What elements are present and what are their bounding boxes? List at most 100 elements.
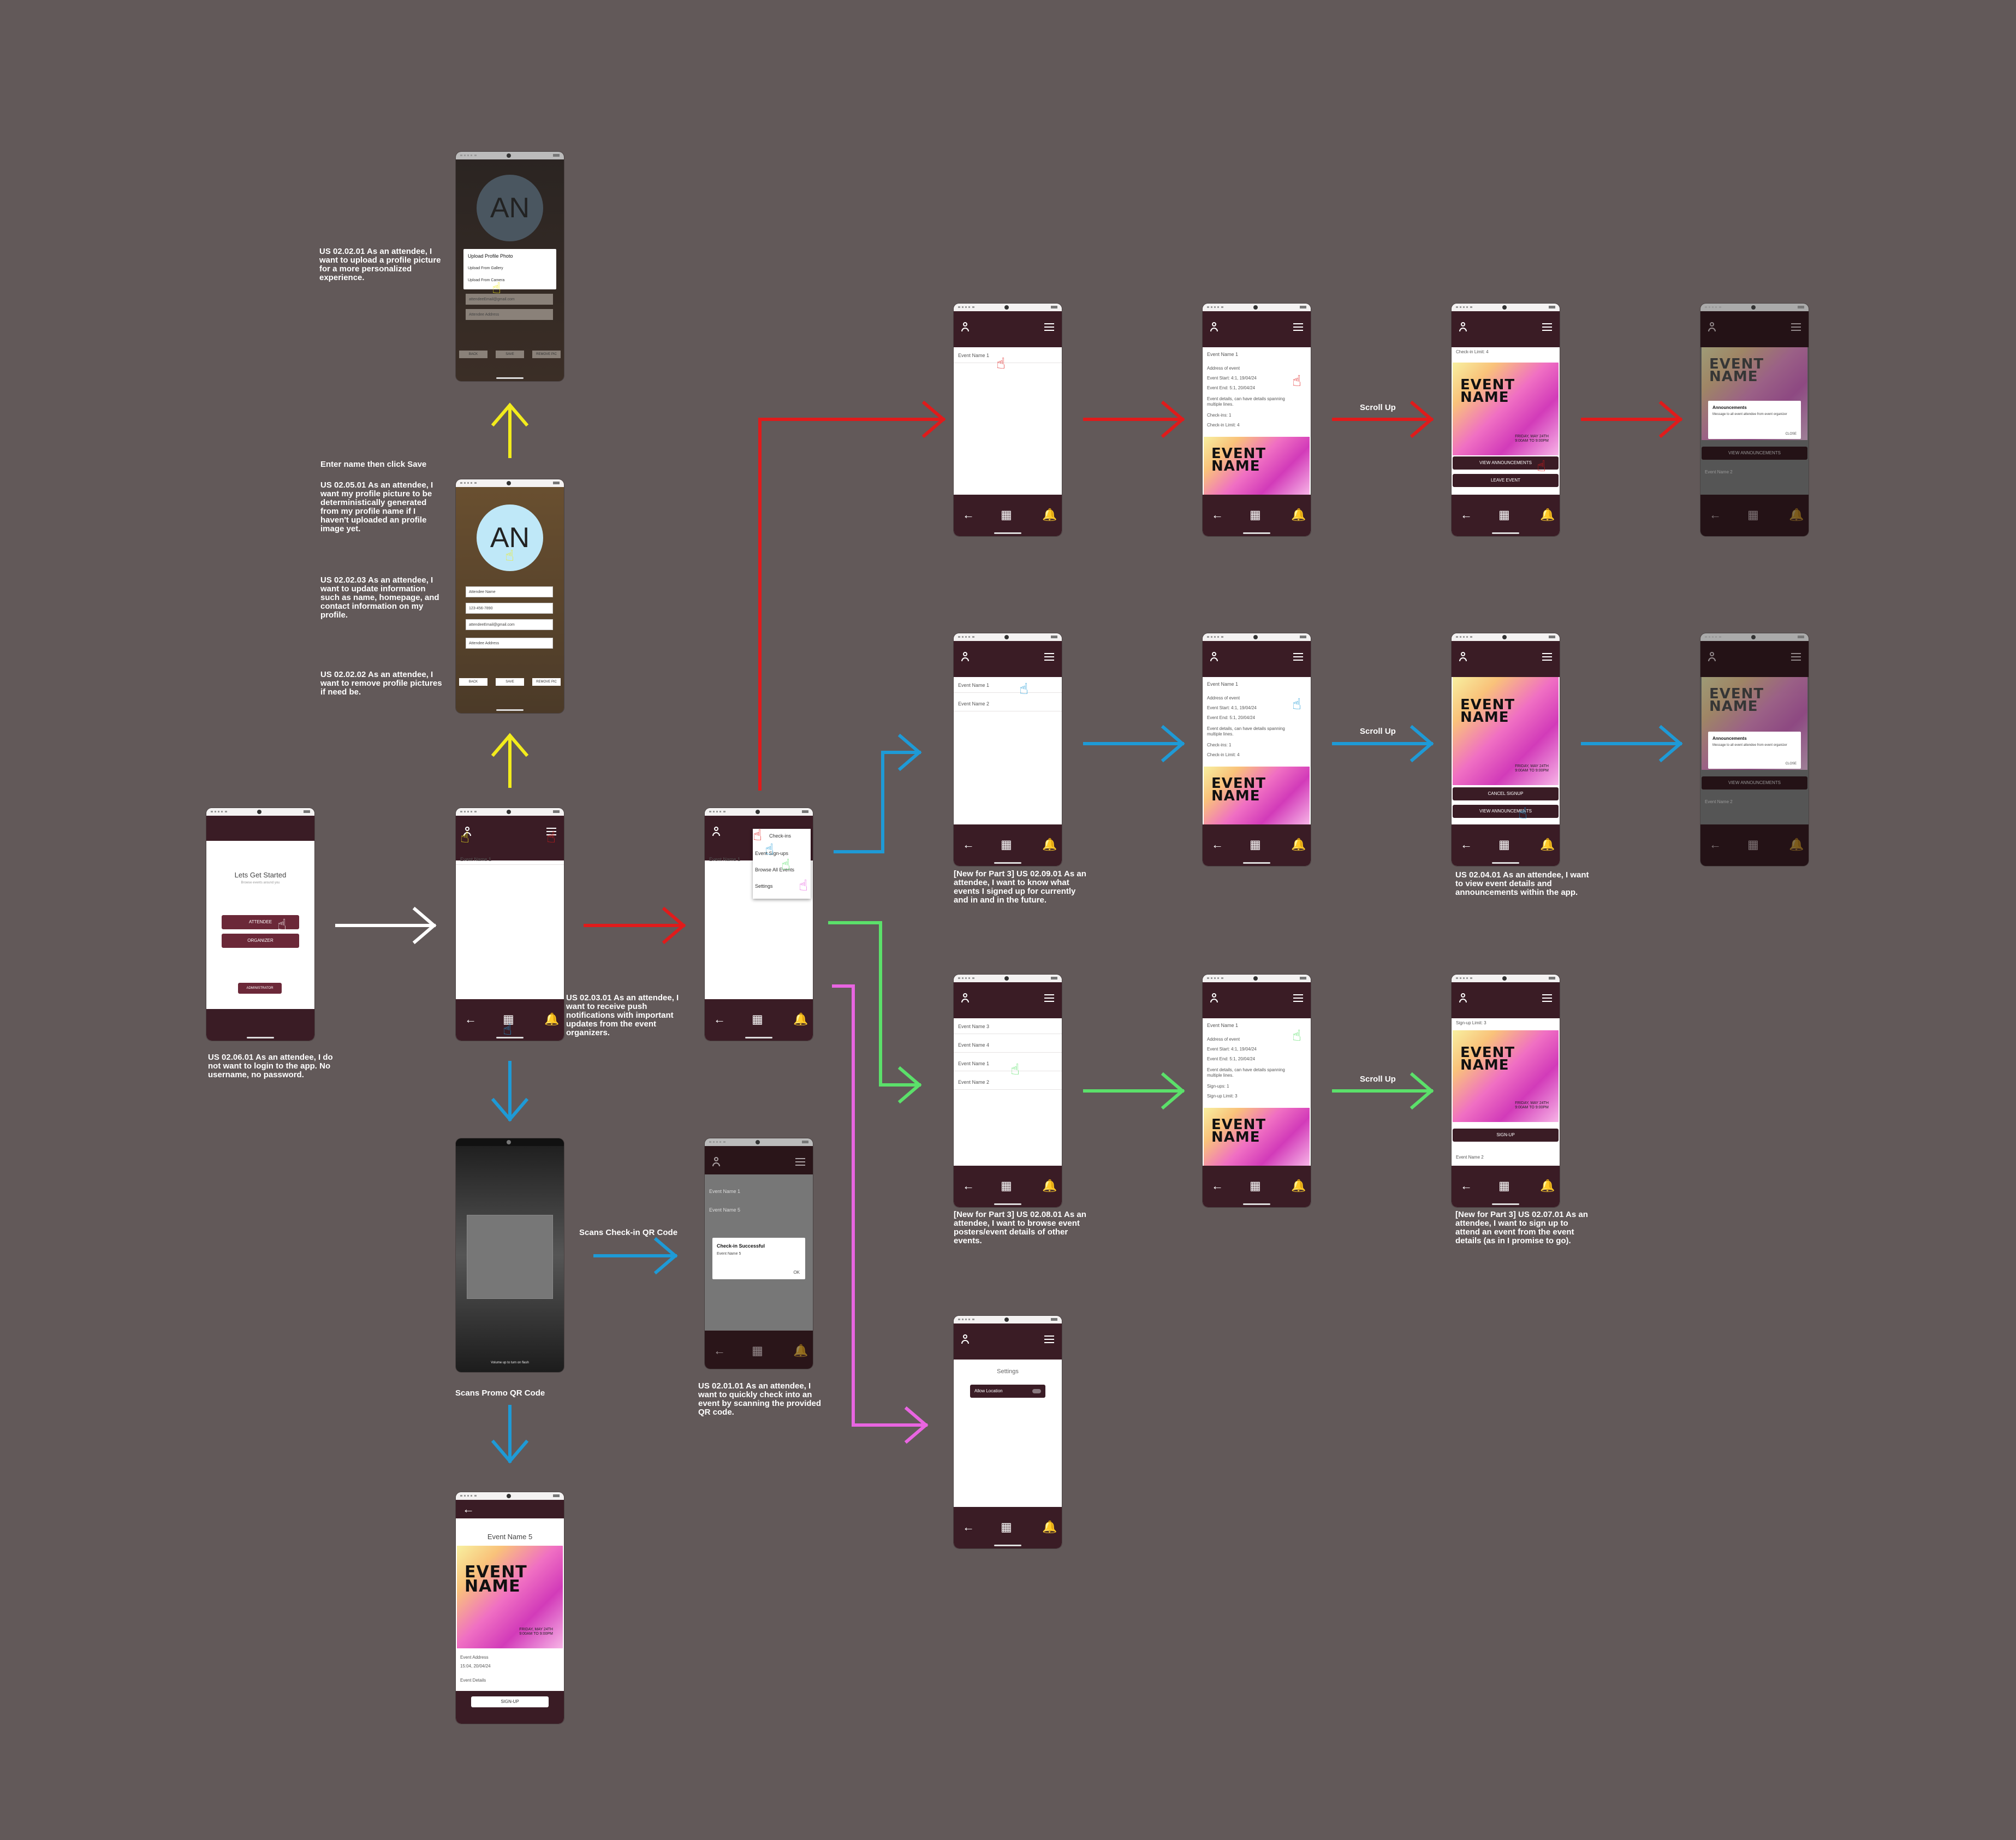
person-icon[interactable] <box>961 1334 969 1344</box>
hamburger-icon[interactable] <box>1542 323 1552 331</box>
hamburger-icon[interactable] <box>1044 323 1054 331</box>
list-item[interactable]: Event Name 2 <box>958 1079 990 1085</box>
qr-icon[interactable]: ▦ <box>1250 1179 1261 1192</box>
qr-icon[interactable]: ▦ <box>1001 508 1012 521</box>
person-icon[interactable] <box>712 827 720 836</box>
back-arrow-icon[interactable]: ← <box>1211 508 1223 521</box>
qr-icon[interactable]: ▦ <box>1498 1179 1510 1192</box>
list-item[interactable]: Event Name 3 <box>958 1024 990 1029</box>
person-icon[interactable] <box>1210 322 1218 332</box>
person-icon[interactable] <box>961 322 969 332</box>
close-button[interactable]: CLOSE <box>1785 762 1797 765</box>
back-button[interactable]: BACK <box>459 678 487 686</box>
back-arrow-icon[interactable]: ← <box>462 1502 474 1516</box>
back-button[interactable]: BACK <box>459 351 487 358</box>
back-arrow-icon[interactable]: ← <box>1709 508 1721 521</box>
back-arrow-icon[interactable]: ← <box>1709 838 1721 851</box>
back-arrow-icon[interactable]: ← <box>465 1012 477 1026</box>
bell-icon[interactable]: 🔔 <box>1789 838 1804 851</box>
remove-pic-button[interactable]: REMOVE PIC <box>532 678 561 686</box>
back-arrow-icon[interactable]: ← <box>713 1344 725 1357</box>
back-arrow-icon[interactable]: ← <box>1211 1179 1223 1192</box>
bell-icon[interactable]: 🔔 <box>793 1012 808 1026</box>
hamburger-icon[interactable] <box>1791 653 1801 661</box>
list-item[interactable]: Event Name 5 <box>709 1207 741 1213</box>
qr-icon[interactable]: ▦ <box>752 1012 763 1026</box>
allow-location-toggle[interactable]: Allow Location <box>970 1385 1045 1398</box>
back-arrow-icon[interactable]: ← <box>1460 1179 1472 1192</box>
bell-icon[interactable]: 🔔 <box>1042 1520 1057 1534</box>
administrator-button[interactable]: ADMINISTRATOR <box>238 983 282 994</box>
save-button[interactable]: SAVE <box>496 678 524 686</box>
qr-icon[interactable]: ▦ <box>503 1012 514 1026</box>
back-arrow-icon[interactable]: ← <box>962 1520 974 1534</box>
scanner-viewfinder[interactable] <box>467 1215 553 1299</box>
qr-icon[interactable]: ▦ <box>1747 838 1759 851</box>
sign-up-button[interactable]: SIGN-UP <box>1453 1129 1559 1142</box>
list-item[interactable]: Event Name 2 <box>958 701 990 707</box>
view-announcements-button[interactable]: VIEW ANNOUNCEMENTS <box>1702 447 1807 460</box>
back-arrow-icon[interactable]: ← <box>962 838 974 851</box>
name-field[interactable]: Attendee Name <box>466 586 553 597</box>
person-icon[interactable] <box>1708 652 1716 662</box>
hamburger-icon[interactable] <box>1044 653 1054 661</box>
bell-icon[interactable]: 🔔 <box>1291 508 1306 521</box>
view-announcements-button[interactable]: VIEW ANNOUNCEMENTS <box>1453 805 1559 818</box>
qr-icon[interactable]: ▦ <box>1498 508 1510 521</box>
hamburger-icon[interactable] <box>1293 994 1303 1002</box>
email-field[interactable]: attendeeEmail@gmail.com <box>466 619 553 630</box>
person-icon[interactable] <box>961 993 969 1003</box>
person-icon[interactable] <box>1459 652 1467 662</box>
bell-icon[interactable]: 🔔 <box>793 1344 808 1357</box>
menu-item-checkins[interactable]: Check-ins <box>769 833 792 839</box>
person-icon[interactable] <box>1210 652 1218 662</box>
list-item[interactable]: Event Name 1 <box>958 353 990 358</box>
view-announcements-button[interactable]: VIEW ANNOUNCEMENTS <box>1453 456 1559 470</box>
cancel-signup-button[interactable]: CANCEL SIGNUP <box>1453 787 1559 800</box>
list-item[interactable]: Event Name 1 <box>709 1189 741 1194</box>
person-icon[interactable] <box>712 1157 720 1167</box>
leave-event-button[interactable]: LEAVE EVENT <box>1453 474 1559 487</box>
bell-icon[interactable]: 🔔 <box>1291 1179 1306 1192</box>
hamburger-icon[interactable] <box>1791 323 1801 331</box>
avatar[interactable]: AN <box>477 175 543 241</box>
list-item[interactable]: Event Name 2 <box>1456 1155 1484 1160</box>
back-arrow-icon[interactable]: ← <box>1460 838 1472 851</box>
qr-icon[interactable]: ▦ <box>1498 838 1510 851</box>
list-item[interactable]: Event Name 1 <box>709 857 741 862</box>
hamburger-icon[interactable] <box>546 828 556 835</box>
back-arrow-icon[interactable]: ← <box>1211 838 1223 851</box>
back-arrow-icon[interactable]: ← <box>962 1179 974 1192</box>
hamburger-icon[interactable] <box>1044 1336 1054 1343</box>
bell-icon[interactable]: 🔔 <box>1042 508 1057 521</box>
bell-icon[interactable]: 🔔 <box>1042 1179 1057 1192</box>
upload-from-camera[interactable]: Upload From Camera <box>468 278 505 282</box>
qr-icon[interactable]: ▦ <box>1001 838 1012 851</box>
list-item[interactable]: Event Name 4 <box>958 1042 990 1048</box>
back-arrow-icon[interactable]: ← <box>713 1012 725 1026</box>
back-arrow-icon[interactable]: ← <box>962 508 974 521</box>
save-button[interactable]: SAVE <box>496 351 524 358</box>
email-field[interactable]: attendeeEmail@gmail.com <box>466 294 553 305</box>
bell-icon[interactable]: 🔔 <box>1042 838 1057 851</box>
bell-icon[interactable]: 🔔 <box>544 1012 560 1026</box>
avatar[interactable]: AN <box>477 504 543 571</box>
bell-icon[interactable]: 🔔 <box>1540 1179 1555 1192</box>
menu-item-event-signups[interactable]: Event Sign-ups <box>755 851 789 856</box>
qr-icon[interactable]: ▦ <box>1001 1179 1012 1192</box>
bell-icon[interactable]: 🔔 <box>1540 508 1555 521</box>
attendee-button[interactable]: ATTENDEE <box>222 915 299 929</box>
upload-from-gallery[interactable]: Upload From Gallery <box>468 266 503 270</box>
person-icon[interactable] <box>1459 322 1467 332</box>
qr-icon[interactable]: ▦ <box>1250 838 1261 851</box>
qr-icon[interactable]: ▦ <box>1001 1520 1012 1534</box>
hamburger-icon[interactable] <box>1044 994 1054 1002</box>
sign-up-button[interactable]: SIGN-UP <box>471 1696 549 1707</box>
phone-field[interactable]: 123-456-7890 <box>466 603 553 614</box>
bell-icon[interactable]: 🔔 <box>1291 838 1306 851</box>
bell-icon[interactable]: 🔔 <box>1540 838 1555 851</box>
list-item[interactable]: Event Name 1 <box>958 1061 990 1066</box>
hamburger-icon[interactable] <box>1293 653 1303 661</box>
hamburger-icon[interactable] <box>1542 653 1552 661</box>
bell-icon[interactable]: 🔔 <box>1789 508 1804 521</box>
